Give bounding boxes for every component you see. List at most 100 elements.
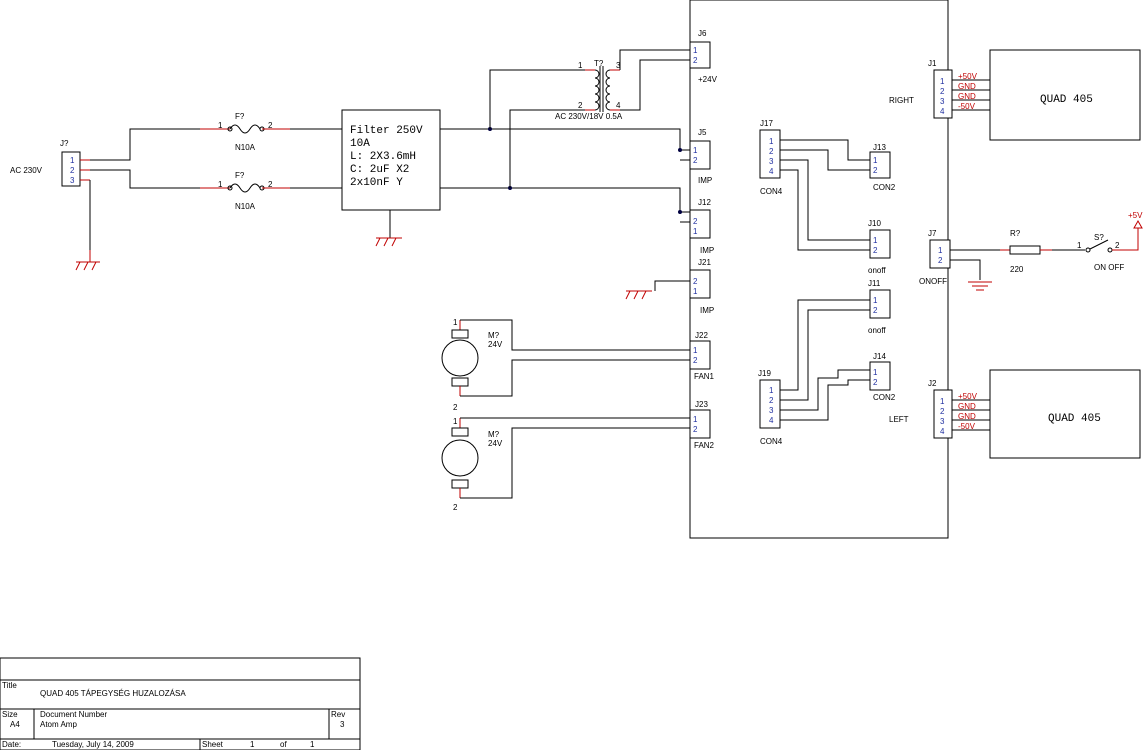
svg-text:1: 1 bbox=[873, 296, 878, 305]
svg-text:CON2: CON2 bbox=[873, 183, 896, 192]
amplifier-right: QUAD 405 bbox=[989, 49, 1141, 141]
svg-text:1: 1 bbox=[769, 137, 774, 146]
svg-text:1: 1 bbox=[70, 156, 75, 165]
svg-text:S?: S? bbox=[1094, 233, 1104, 242]
svg-text:Title: Title bbox=[2, 681, 17, 690]
connector-j19: J19 1 2 3 4 CON4 bbox=[758, 369, 783, 446]
svg-text:2: 2 bbox=[769, 396, 774, 405]
svg-text:CON4: CON4 bbox=[760, 437, 783, 446]
svg-text:2: 2 bbox=[70, 166, 75, 175]
ground-symbol-filter bbox=[375, 237, 402, 247]
svg-text:+50V: +50V bbox=[958, 392, 978, 401]
svg-text:onoff: onoff bbox=[868, 326, 886, 335]
svg-text:3: 3 bbox=[340, 720, 345, 729]
svg-text:Date:: Date: bbox=[2, 740, 21, 749]
svg-text:1: 1 bbox=[453, 318, 458, 327]
svg-text:1: 1 bbox=[769, 386, 774, 395]
svg-text:-50V: -50V bbox=[958, 422, 976, 431]
svg-text:J1: J1 bbox=[928, 59, 937, 68]
svg-text:2: 2 bbox=[453, 503, 458, 512]
svg-text:2: 2 bbox=[873, 166, 878, 175]
connector-j2: J2 1 2 3 4 LEFT bbox=[889, 379, 953, 439]
svg-text:J19: J19 bbox=[758, 369, 771, 378]
connector-j1: J1 1 2 3 4 RIGHT bbox=[889, 59, 953, 119]
connector-j14: J14 1 2 CON2 bbox=[869, 352, 896, 402]
svg-text:J10: J10 bbox=[868, 219, 881, 228]
connector-j11: J11 1 2 onoff bbox=[868, 279, 891, 335]
svg-text:A4: A4 bbox=[10, 720, 20, 729]
svg-text:3: 3 bbox=[940, 97, 945, 106]
svg-text:2: 2 bbox=[938, 256, 943, 265]
svg-text:LEFT: LEFT bbox=[889, 415, 909, 424]
svg-text:2: 2 bbox=[578, 101, 583, 110]
svg-text:2: 2 bbox=[693, 356, 698, 365]
connector-j5: J5 1 2 IMP bbox=[689, 128, 712, 185]
svg-text:J11: J11 bbox=[868, 279, 881, 288]
svg-text:Tuesday, July 14, 2009: Tuesday, July 14, 2009 bbox=[52, 740, 134, 749]
svg-text:2: 2 bbox=[693, 156, 698, 165]
svg-text:QUAD 405 TÁPEGYSÉG HUZALOZÁSA: QUAD 405 TÁPEGYSÉG HUZALOZÁSA bbox=[40, 689, 186, 698]
svg-text:M?: M? bbox=[488, 331, 500, 340]
svg-text:1: 1 bbox=[693, 415, 698, 424]
svg-text:3: 3 bbox=[616, 61, 621, 70]
svg-text:4: 4 bbox=[616, 101, 621, 110]
svg-text:Sheet: Sheet bbox=[202, 740, 224, 749]
svg-text:24V: 24V bbox=[488, 439, 503, 448]
svg-text:2: 2 bbox=[1115, 241, 1120, 250]
title-block: Title QUAD 405 TÁPEGYSÉG HUZALOZÁSA Size… bbox=[0, 657, 361, 750]
connector-j7: J7 1 2 ONOFF bbox=[919, 229, 951, 286]
connector-j13: J13 1 2 CON2 bbox=[869, 143, 896, 192]
svg-text:GND: GND bbox=[958, 402, 976, 411]
svg-text:1: 1 bbox=[693, 227, 698, 236]
svg-text:+50V: +50V bbox=[958, 72, 978, 81]
svg-text:2: 2 bbox=[693, 217, 698, 226]
connector-j10: J10 1 2 onoff bbox=[868, 219, 891, 275]
svg-text:1: 1 bbox=[873, 236, 878, 245]
svg-text:1: 1 bbox=[693, 346, 698, 355]
svg-text:2: 2 bbox=[873, 246, 878, 255]
motor-1: 1 2 M? 24V bbox=[441, 318, 503, 412]
svg-text:2: 2 bbox=[873, 378, 878, 387]
svg-text:J6: J6 bbox=[698, 29, 707, 38]
svg-text:2: 2 bbox=[940, 407, 945, 416]
svg-text:Rev: Rev bbox=[331, 710, 345, 719]
connector-j12: J12 2 1 IMP bbox=[689, 198, 714, 255]
svg-text:1: 1 bbox=[693, 146, 698, 155]
svg-text:3: 3 bbox=[769, 406, 774, 415]
svg-text:M?: M? bbox=[488, 430, 500, 439]
svg-text:Atom Amp: Atom Amp bbox=[40, 720, 77, 729]
svg-text:GND: GND bbox=[958, 92, 976, 101]
svg-text:ONOFF: ONOFF bbox=[919, 277, 947, 286]
fuse-1: F? N10A 1 2 bbox=[200, 112, 290, 152]
svg-text:F?: F? bbox=[235, 171, 245, 180]
ground-symbol bbox=[75, 250, 100, 271]
svg-text:1: 1 bbox=[218, 121, 223, 130]
svg-text:IMP: IMP bbox=[698, 176, 712, 185]
svg-text:J21: J21 bbox=[698, 258, 711, 267]
svg-text:J2: J2 bbox=[928, 379, 937, 388]
svg-text:-50V: -50V bbox=[958, 102, 976, 111]
svg-text:2: 2 bbox=[940, 87, 945, 96]
connector-j6: J6 1 2 +24V bbox=[689, 29, 718, 84]
svg-text:FAN1: FAN1 bbox=[694, 372, 715, 381]
svg-text:Size: Size bbox=[2, 710, 18, 719]
amplifier-left: QUAD 405 bbox=[989, 369, 1141, 459]
svg-text:1: 1 bbox=[250, 740, 255, 749]
svg-text:1: 1 bbox=[310, 740, 315, 749]
svg-text:1: 1 bbox=[453, 417, 458, 426]
svg-text:3: 3 bbox=[940, 417, 945, 426]
svg-text:J17: J17 bbox=[760, 119, 773, 128]
svg-text:ON OFF: ON OFF bbox=[1094, 263, 1124, 272]
svg-text:2: 2 bbox=[693, 277, 698, 286]
motor-2: 1 2 M? 24V bbox=[441, 417, 503, 512]
svg-text:3: 3 bbox=[70, 176, 75, 185]
svg-text:J13: J13 bbox=[873, 143, 886, 152]
svg-text:2: 2 bbox=[693, 425, 698, 434]
ground-symbol-j7 bbox=[968, 281, 992, 291]
svg-text:1: 1 bbox=[873, 156, 878, 165]
svg-text:3: 3 bbox=[769, 157, 774, 166]
svg-text:FAN2: FAN2 bbox=[694, 441, 715, 450]
svg-text:10A: 10A bbox=[350, 138, 370, 150]
svg-text:F?: F? bbox=[235, 112, 245, 121]
svg-text:J?: J? bbox=[60, 139, 69, 148]
